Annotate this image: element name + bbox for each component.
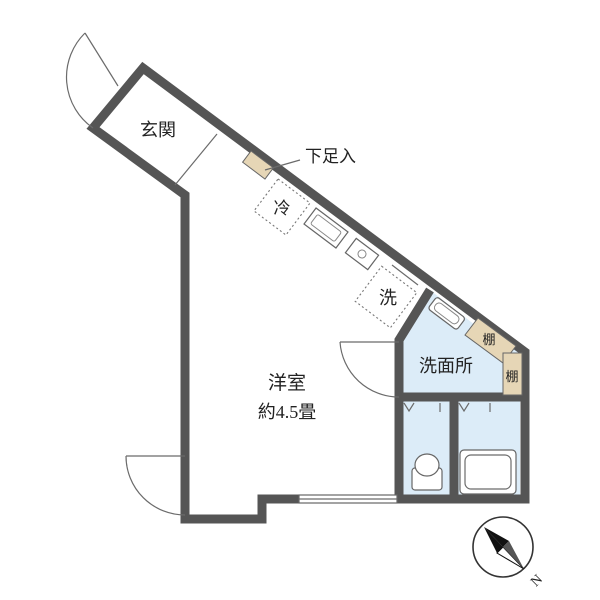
balcony-door-swing xyxy=(125,455,186,516)
entrance-boundary xyxy=(174,133,218,186)
room-name-label: 洋室 xyxy=(268,372,306,394)
compass-north-label: N xyxy=(528,572,546,590)
shelf-upper-label: 棚 xyxy=(482,332,495,347)
wash-basin xyxy=(428,297,465,330)
stove xyxy=(344,237,380,271)
washroom-door-swing xyxy=(339,341,400,398)
shelf-lower xyxy=(502,352,523,396)
toilet-bowl xyxy=(414,453,440,477)
front-door-swing xyxy=(65,32,94,129)
kitchen-sink xyxy=(303,207,349,249)
bath-door-mark xyxy=(458,402,470,413)
washroom-wall xyxy=(394,287,434,499)
bathtub xyxy=(459,449,517,495)
room-size-label: 約4.5畳 xyxy=(258,402,317,422)
entrance-label: 玄関 xyxy=(140,120,176,140)
washer-space xyxy=(354,265,418,329)
fridge-space xyxy=(253,178,311,236)
shoe-box xyxy=(241,150,275,180)
shoe-box-leader xyxy=(264,159,301,171)
washroom-area xyxy=(399,290,520,397)
washer-label: 洗 xyxy=(379,288,397,308)
toilet-door-mark xyxy=(403,402,415,413)
front-door-leaf xyxy=(84,32,119,87)
shelf-lower-label: 棚 xyxy=(505,369,518,384)
fridge-label: 冷 xyxy=(274,199,291,218)
washroom-label: 洗面所 xyxy=(419,356,473,376)
north-arrow-icon xyxy=(472,516,534,578)
shoe-box-label: 下足入 xyxy=(305,147,356,166)
